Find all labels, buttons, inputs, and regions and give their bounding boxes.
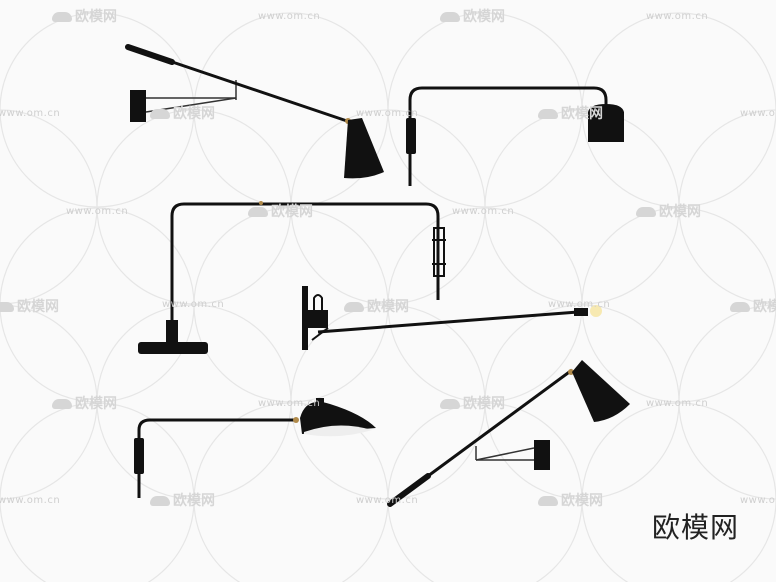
watermark-url: www.om.cn — [162, 299, 225, 310]
cloud-icon — [440, 399, 460, 409]
watermark-url: www.om.cn — [0, 108, 61, 119]
cloud-icon — [248, 207, 268, 217]
watermark-url: www.om.cn — [356, 495, 419, 506]
lamp-long-arm-bare-bulb-center — [302, 286, 602, 350]
lamp-swing-arm-cone-bottomright — [387, 360, 630, 507]
watermark-url: www.om.cn — [646, 11, 709, 22]
watermark-logo: 欧模网 — [150, 490, 215, 510]
watermark-url: www.om.cn — [0, 495, 61, 506]
watermark-logo: 欧模网 — [538, 103, 603, 123]
watermark-url: www.om.cn — [740, 495, 776, 506]
watermark-logo: 欧模网 — [538, 490, 603, 510]
cloud-icon — [150, 496, 170, 506]
watermark-url: www.om.cn — [356, 108, 419, 119]
watermark-logo: 欧模网 — [440, 393, 505, 413]
cloud-icon — [730, 302, 750, 312]
lamp-hook-arm-dome-bottomleft — [134, 398, 376, 498]
watermark-logo: 欧模网 — [636, 201, 701, 221]
watermark-url: www.om.cn — [66, 206, 129, 217]
watermark-logo: 欧模网 — [440, 6, 505, 26]
watermark-logo: 欧模网 — [248, 201, 313, 221]
watermark-logo: 欧模网 — [344, 296, 409, 316]
watermark-logo: 欧模网 — [0, 296, 59, 316]
cloud-icon — [538, 109, 558, 119]
cloud-icon — [0, 302, 14, 312]
cloud-icon — [344, 302, 364, 312]
brand-label: 欧模网 — [652, 511, 740, 544]
watermark-url: www.om.cn — [548, 299, 611, 310]
lamp-swing-arm-cone-topleft — [125, 44, 384, 179]
cloud-icon — [440, 12, 460, 22]
watermark-url: www.om.cn — [740, 108, 776, 119]
watermark-logo: 欧模网 — [730, 296, 776, 316]
watermark-url: www.om.cn — [258, 398, 321, 409]
watermark-logo: 欧模网 — [52, 393, 117, 413]
cloud-icon — [52, 399, 72, 409]
cloud-icon — [150, 109, 170, 119]
watermark-logo: 欧模网 — [150, 103, 215, 123]
watermark-logo: 欧模网 — [52, 6, 117, 26]
watermark-url: www.om.cn — [646, 398, 709, 409]
cloud-icon — [636, 207, 656, 217]
lamp-hook-arm-disk-middleleft — [138, 201, 446, 354]
watermark-url: www.om.cn — [452, 206, 515, 217]
cloud-icon — [52, 12, 72, 22]
cloud-icon — [538, 496, 558, 506]
lamp-hook-arm-cylinder-topright — [406, 86, 624, 186]
watermark-circles — [0, 12, 776, 582]
watermark-url: www.om.cn — [258, 11, 321, 22]
